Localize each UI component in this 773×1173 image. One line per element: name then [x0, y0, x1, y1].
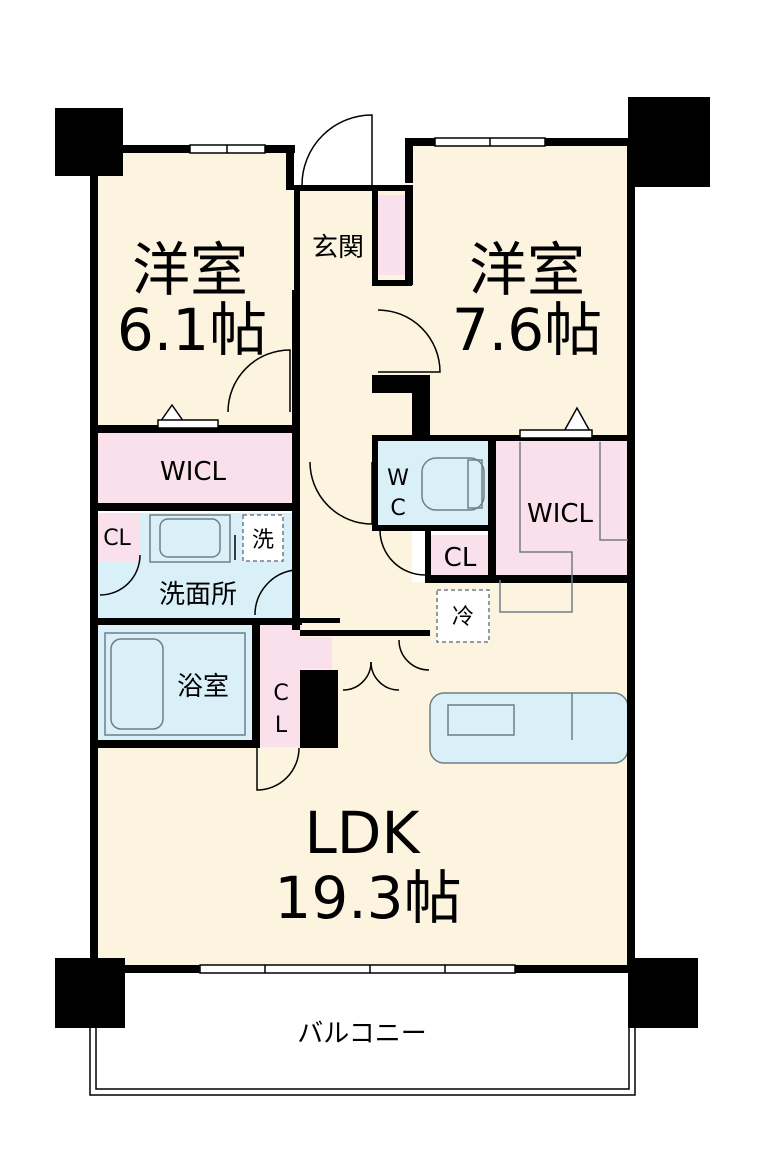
washer-label: 洗	[252, 528, 274, 553]
toilet-label-c: C	[390, 496, 405, 521]
cl-wash-floor-overlay	[97, 513, 139, 561]
cl-ldk-label-l: L	[275, 713, 288, 738]
entrance-floor	[300, 190, 375, 290]
vanity-sink-icon	[149, 514, 231, 563]
cl-ldk-label-c: C	[273, 681, 288, 706]
sink-icon	[447, 704, 515, 736]
room-western-6-name: 洋室	[132, 236, 248, 304]
ldk-size: 19.3帖	[274, 864, 461, 932]
cl-toilet-label: CL	[444, 543, 477, 573]
wicl-right-label: WICL	[527, 499, 594, 529]
wicl-marks	[156, 403, 594, 439]
bath-label: 浴室	[177, 672, 229, 702]
wicl-left-floor	[97, 430, 292, 505]
entrance-label: 玄関	[312, 233, 364, 263]
room-western-6-floor	[97, 150, 292, 430]
bathtub-icon	[104, 632, 246, 736]
toilet-icon	[421, 457, 485, 511]
room-western-7-size: 7.6帖	[452, 296, 602, 364]
room-western-7-floor	[412, 143, 632, 435]
toilet-label-w: W	[387, 466, 409, 491]
cl-wash-label: CL	[103, 526, 131, 551]
fridge-label: 冷	[452, 605, 474, 630]
kitchen-counter	[429, 692, 629, 764]
balcony-label: バルコニー	[297, 1019, 426, 1049]
fridge-space	[436, 589, 490, 643]
washroom-label: 洗面所	[159, 580, 237, 610]
wicl-right-floor	[495, 440, 632, 577]
cl-toilet-floor	[430, 535, 490, 577]
toilet-floor	[376, 440, 488, 528]
door-swings	[99, 114, 441, 791]
cl-ldk-floor	[260, 622, 302, 747]
small-closet-floor	[302, 637, 332, 669]
washer-space	[242, 514, 284, 562]
wicl-left-label: WICL	[160, 457, 227, 487]
ldk-name: LDK	[304, 799, 421, 867]
room-western-7-name: 洋室	[469, 236, 585, 304]
balcony-outline	[89, 1028, 636, 1096]
room-western-6-size: 6.1帖	[117, 296, 267, 364]
